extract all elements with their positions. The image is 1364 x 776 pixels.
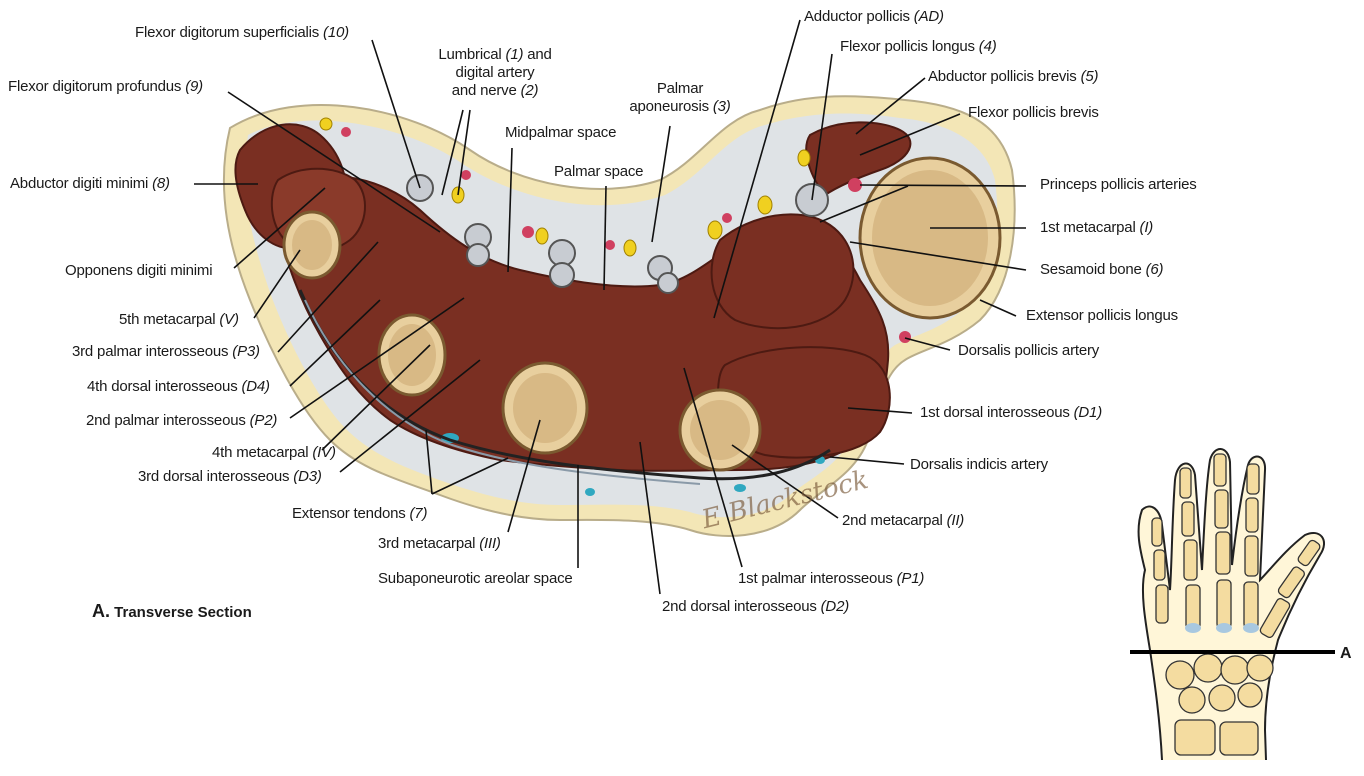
label-first-palmar-interosseous: 1st palmar interosseous (P1) (738, 570, 924, 588)
label-extensor-tendons: Extensor tendons (7) (292, 505, 427, 523)
label-flexor-pollicis-brevis: Flexor pollicis brevis (968, 104, 1099, 122)
label-abductor-pollicis-brevis: Abductor pollicis brevis (5) (928, 68, 1098, 86)
digital-nerve (758, 196, 772, 214)
label-second-palmar-interosseous: 2nd palmar interosseous (P2) (86, 412, 277, 430)
label-second-metacarpal: 2nd metacarpal (II) (842, 512, 964, 530)
label-sesamoid-bone: Sesamoid bone (6) (1040, 261, 1163, 279)
label-second-dorsal-interosseous: 2nd dorsal interosseous (D2) (662, 598, 849, 616)
adductor-pollicis-muscle (712, 214, 854, 328)
label-fourth-metacarpal: 4th metacarpal (IV) (212, 444, 336, 462)
label-opponens-digiti-minimi: Opponens digiti minimi (65, 262, 212, 280)
label-first-dorsal-interosseous: 1st dorsal interosseous (D1) (920, 404, 1102, 422)
figure-caption: A. Transverse Section (92, 601, 252, 622)
label-palmar-space: Palmar space (554, 163, 643, 181)
label-third-dorsal-interosseous: 3rd dorsal interosseous (D3) (138, 468, 322, 486)
label-flexor-digitorum-superficialis: Flexor digitorum superficialis (10) (135, 24, 349, 42)
label-third-metacarpal: 3rd metacarpal (III) (378, 535, 501, 553)
digital-artery (461, 170, 471, 180)
digital-nerve (320, 118, 332, 130)
label-fourth-dorsal-interosseous: 4th dorsal interosseous (D4) (87, 378, 270, 396)
label-dorsalis-pollicis-artery: Dorsalis pollicis artery (958, 342, 1099, 360)
hand-orientation-inset (1120, 440, 1360, 770)
label-lumbrical: Lumbrical (1) and digital artery and ner… (420, 46, 570, 100)
digital-artery (341, 127, 351, 137)
digital-nerve (798, 150, 810, 166)
flexor-pollicis-longus-tendon (796, 184, 828, 216)
dorsalis-pollicis-artery (899, 331, 911, 343)
label-flexor-pollicis-longus: Flexor pollicis longus (4) (840, 38, 997, 56)
digital-nerve (624, 240, 636, 256)
label-princeps-pollicis-arteries: Princeps pollicis arteries (1040, 176, 1197, 194)
digital-artery (522, 226, 534, 238)
dorsal-vein (585, 488, 595, 496)
princeps-pollicis-artery (848, 178, 862, 192)
digital-nerve (536, 228, 548, 244)
section-line-marker: A (1340, 645, 1352, 663)
label-dorsalis-indicis-artery: Dorsalis indicis artery (910, 456, 1048, 474)
flexor-tendon (658, 273, 678, 293)
label-midpalmar-space: Midpalmar space (505, 124, 616, 142)
digital-nerve (452, 187, 464, 203)
label-adductor-pollicis: Adductor pollicis (AD) (804, 8, 944, 26)
digital-nerve (708, 221, 722, 239)
digital-artery (605, 240, 615, 250)
digital-artery (722, 213, 732, 223)
label-fifth-metacarpal: 5th metacarpal (V) (119, 311, 239, 329)
label-third-palmar-interosseous: 3rd palmar interosseous (P3) (72, 343, 260, 361)
label-flexor-digitorum-profundus: Flexor digitorum profundus (9) (8, 78, 203, 96)
label-first-metacarpal: 1st metacarpal (I) (1040, 219, 1153, 237)
label-subaponeurotic-areolar-space: Subaponeurotic areolar space (378, 570, 573, 588)
label-palmar-aponeurosis: Palmar aponeurosis (3) (620, 80, 740, 116)
flexor-tendon (550, 263, 574, 287)
dorsal-vein (734, 484, 746, 492)
flexor-tendon (467, 244, 489, 266)
label-extensor-pollicis-longus: Extensor pollicis longus (1026, 307, 1178, 325)
flexor-tendon (407, 175, 433, 201)
label-abductor-digiti-minimi: Abductor digiti minimi (8) (10, 175, 170, 193)
